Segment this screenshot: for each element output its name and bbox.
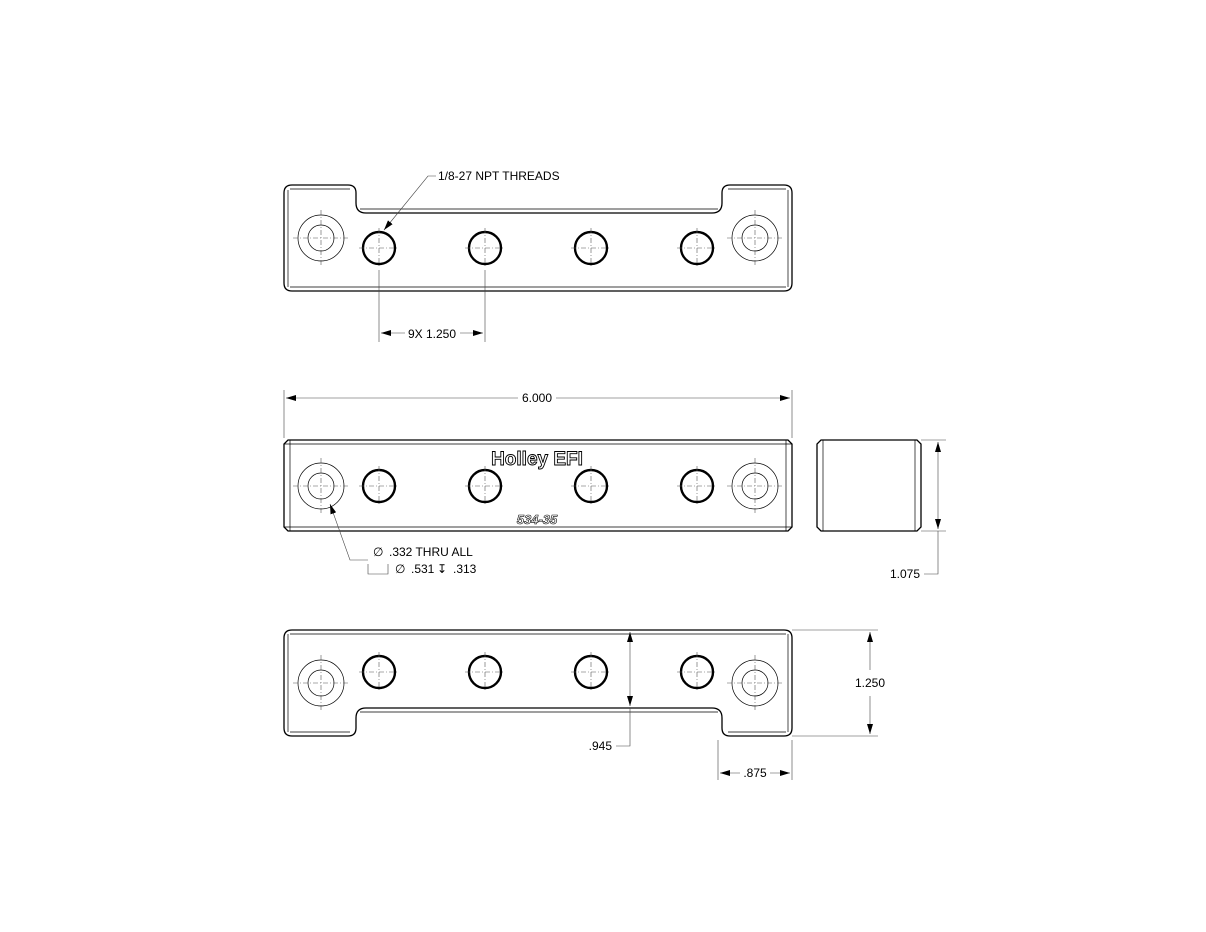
notch-depth-dim: .945 <box>589 739 613 753</box>
counterbore-symbol <box>367 564 389 575</box>
top-view: 1/8-27 NPT THREADS 9X 1.250 <box>283 169 793 342</box>
npt-hole <box>675 650 719 694</box>
npt-hole <box>357 226 401 270</box>
part-number: 534-35 <box>517 512 558 527</box>
npt-hole <box>675 464 719 508</box>
tab-length-dim: .875 <box>743 766 767 780</box>
side-view: 1.075 <box>816 439 946 581</box>
npt-hole <box>569 650 613 694</box>
counterbore-hole <box>292 209 350 267</box>
counterbore-hole <box>726 457 784 515</box>
npt-hole <box>463 650 507 694</box>
counterbore-hole <box>292 457 350 515</box>
thread-note: 1/8-27 NPT THREADS <box>438 169 560 183</box>
thread-leader <box>383 175 436 231</box>
depth-symbol: ↧ <box>437 562 447 576</box>
thru-hole-note: .332 THRU ALL <box>389 545 473 559</box>
height-dim: 1.075 <box>890 567 920 581</box>
overall-length-dim: 6.000 <box>522 391 552 405</box>
diameter-symbol: ∅ <box>395 562 405 576</box>
diameter-symbol: ∅ <box>373 545 383 559</box>
hole-spacing-dim: 9X 1.250 <box>408 327 456 341</box>
npt-hole <box>463 464 507 508</box>
npt-hole <box>569 226 613 270</box>
counterbore-diameter: .531 <box>411 562 435 576</box>
bottom-view: .945 1.250 .875 <box>283 629 885 780</box>
npt-hole <box>463 226 507 270</box>
counterbore-hole <box>292 654 350 712</box>
counterbore-hole <box>726 209 784 267</box>
npt-hole <box>357 464 401 508</box>
hole-leader <box>329 503 368 561</box>
npt-hole <box>675 226 719 270</box>
counterbore-hole <box>726 654 784 712</box>
npt-hole <box>569 464 613 508</box>
width-dim: 1.250 <box>855 676 885 690</box>
holley-efi-logo: Holley EFI <box>491 449 583 470</box>
front-view: 6.000 Holley EFI 534-35 ∅ .332 THRU ALL … <box>283 390 793 576</box>
npt-hole <box>357 650 401 694</box>
counterbore-depth: .313 <box>453 562 477 576</box>
